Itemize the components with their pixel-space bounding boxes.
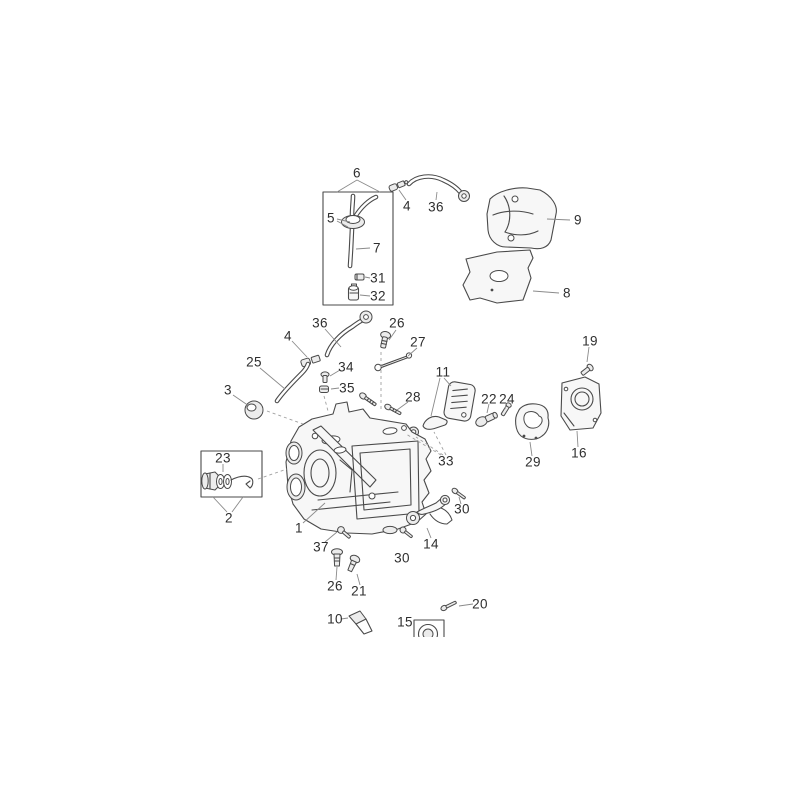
callout-1: 1	[295, 520, 303, 536]
callout-29: 29	[525, 454, 541, 470]
callout-4-top: 4	[403, 198, 411, 214]
callout-37: 37	[313, 539, 329, 555]
part-nut-35	[319, 385, 329, 393]
part-fuel-cap-subassembly	[200, 450, 263, 498]
part-mount-bracket	[406, 494, 453, 525]
callout-10: 10	[327, 611, 343, 627]
callout-14: 14	[423, 536, 439, 552]
part-angle-piece	[348, 610, 373, 635]
callout-36-top: 36	[428, 199, 444, 215]
part-fuel-filter	[347, 283, 360, 301]
assembly-dashed-lines	[257, 352, 447, 480]
callout-35: 35	[339, 380, 355, 396]
callout-11: 11	[435, 364, 451, 380]
callout-28: 28	[405, 389, 421, 405]
part-screw-34	[320, 371, 330, 383]
part-gasket-plate	[462, 249, 534, 304]
part-valve-22	[475, 411, 498, 427]
callout-leader-lines	[212, 179, 590, 620]
part-cover-plate-16	[560, 376, 602, 431]
part-oil-tube	[274, 361, 311, 404]
callout-16: 16	[571, 445, 587, 461]
callout-33: 33	[438, 453, 454, 469]
part-lever	[422, 415, 448, 430]
part-crankcase	[285, 401, 432, 535]
part-fuel-line-top	[406, 174, 470, 202]
callout-15: 15	[397, 614, 413, 630]
part-screw-20	[440, 600, 457, 612]
callout-3: 3	[224, 382, 232, 398]
callout-2: 2	[225, 510, 233, 526]
part-screw-37	[337, 526, 351, 539]
callout-6: 6	[353, 165, 361, 181]
callout-22: 22	[481, 391, 497, 407]
callout-23: 23	[215, 450, 231, 466]
part-screw-28a	[359, 392, 377, 407]
part-screw-19	[580, 363, 594, 376]
part-connector-mid	[300, 354, 321, 368]
callout-32: 32	[370, 288, 386, 304]
part-pin-24	[500, 402, 512, 417]
callout-4-mid: 4	[284, 328, 292, 344]
callout-5: 5	[327, 210, 335, 226]
part-vented-bracket	[443, 381, 476, 422]
callout-24: 24	[499, 391, 515, 407]
part-connector-top	[388, 180, 409, 192]
callout-30-right: 30	[454, 501, 470, 517]
part-clip	[354, 273, 365, 281]
callout-19: 19	[582, 333, 598, 349]
part-shaped-plate	[515, 403, 550, 440]
callout-21: 21	[351, 583, 367, 599]
part-clutch-subassembly	[413, 619, 445, 637]
callout-27: 27	[410, 334, 426, 350]
part-screw-30-mid	[399, 526, 413, 539]
part-screw-28b	[384, 403, 402, 416]
part-fuel-pickup-subassembly	[322, 191, 394, 306]
part-bolt-21	[347, 554, 361, 573]
callout-26-upper: 26	[389, 315, 405, 331]
callout-31: 31	[370, 270, 386, 286]
callout-34: 34	[338, 359, 354, 375]
part-choke-rod	[374, 352, 413, 372]
callout-7: 7	[373, 240, 381, 256]
callout-25: 25	[246, 354, 262, 370]
part-cover-shield	[486, 187, 557, 250]
callout-9: 9	[574, 212, 582, 228]
part-screw-26-upper	[380, 330, 392, 349]
callout-26-lower: 26	[327, 578, 343, 594]
callout-8: 8	[563, 285, 571, 301]
part-cap	[244, 400, 264, 420]
part-screw-30-right	[451, 487, 466, 500]
callout-36-mid: 36	[312, 315, 328, 331]
callout-20: 20	[472, 596, 488, 612]
callout-30-mid: 30	[394, 550, 410, 566]
part-fuel-line-mid	[324, 310, 373, 358]
part-bolt-26-lower	[331, 548, 343, 567]
